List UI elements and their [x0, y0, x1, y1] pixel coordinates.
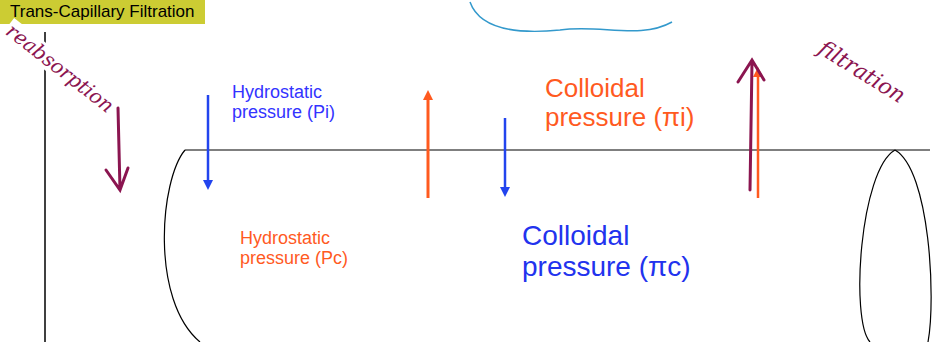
capillary-end — [860, 150, 931, 342]
pressure-label: Colloidal pressure (πc) — [522, 220, 732, 283]
handwritten-note: filtration — [812, 35, 911, 110]
wavy-stroke — [470, 2, 672, 31]
handdrawn-arrow — [106, 108, 128, 190]
pressure-label: Hydrostatic pressure (Pc) — [240, 228, 370, 268]
handwritten-note: reabsorption — [0, 18, 120, 118]
title-banner: Trans-Capillary Filtration — [0, 0, 205, 24]
up-arrow — [757, 72, 760, 198]
handdrawn-arrow — [738, 60, 764, 190]
down-arrow — [504, 118, 507, 192]
down-arrow — [207, 95, 210, 185]
slide-rule — [44, 32, 46, 342]
capillary-tube — [164, 150, 930, 342]
pressure-label: Hydrostatic pressure (Pi) — [232, 82, 362, 122]
pressure-label: Colloidal pressure (πi) — [545, 74, 745, 132]
slide-title: Trans-Capillary Filtration — [10, 2, 195, 22]
up-arrow — [427, 95, 430, 198]
